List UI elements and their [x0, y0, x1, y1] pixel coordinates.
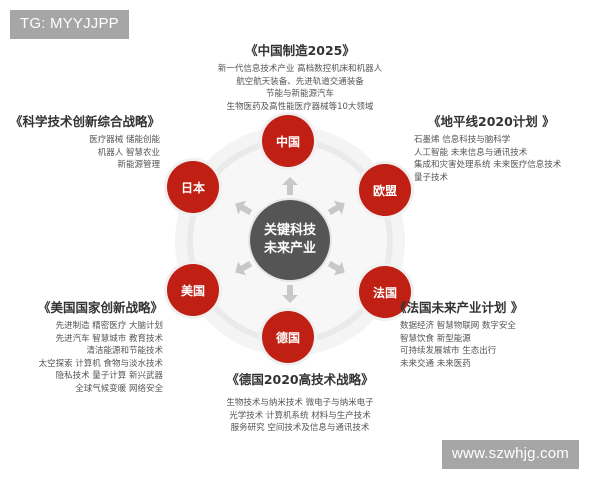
block-france-line: 未来交通 未来医药 — [400, 358, 471, 369]
block-eu-line: 量子技术 — [414, 172, 449, 183]
node-china: 中国 — [262, 115, 314, 167]
block-eu: 《地平线2020计划 》 石墨烯 信息科技与脑科学 人工智能 未来信息与通讯技术… — [414, 113, 594, 184]
block-france-line: 可持续发展城市 生态出行 — [400, 346, 497, 356]
node-france: 法国 — [359, 266, 411, 318]
block-china-line: 航空航天装备、先进轨道交通装备 — [236, 76, 364, 87]
block-france-line: 智慧饮食 新型能源 — [400, 333, 471, 344]
watermark-top-left: TG: MYYJJPP — [10, 10, 129, 39]
block-china-line: 生物医药及高性能医疗器械等10大领域 — [226, 101, 374, 112]
block-usa-line: 太空探索 计算机 食物与淡水技术 — [38, 358, 163, 369]
block-germany-line: 服务研究 空间技术及信息与通讯技术 — [230, 423, 370, 433]
block-eu-line: 人工智能 未来信息与通讯技术 — [414, 147, 528, 158]
block-eu-title: 《地平线2020计划 》 — [428, 114, 555, 129]
node-germany: 德国 — [262, 311, 314, 363]
node-eu: 欧盟 — [359, 164, 411, 216]
block-china-title: 《中国制造2025》 — [245, 43, 355, 58]
central-hub: 关键科技 未来产业 — [250, 200, 330, 280]
block-usa-title: 《美国国家创新战略》 — [37, 300, 163, 315]
block-eu-line: 石墨烯 信息科技与脑科学 — [414, 135, 511, 145]
block-china-line: 新一代信息技术产业 高档数控机床和机器人 — [217, 64, 383, 74]
watermark-bottom-right: www.szwhjg.com — [442, 440, 579, 469]
block-china: 《中国制造2025》 新一代信息技术产业 高档数控机床和机器人 航空航天装备、先… — [190, 42, 410, 113]
block-france-line: 数据经济 智慧物联网 数字安全 — [400, 321, 516, 331]
block-france-title: 《法国未来产业计划 》 — [394, 300, 524, 315]
block-germany-title: 《德国2020高技术战略》 — [226, 372, 374, 387]
block-usa: 《美国国家创新战略》 先进制造 精密医疗 大脑计划 先进汽车 智慧城市 教育技术… — [24, 299, 163, 395]
block-usa-line: 隐私技术 量子计算 新兴武器 — [55, 371, 163, 381]
block-usa-line: 全球气候变暖 网络安全 — [75, 383, 163, 394]
block-germany-line: 光学技术 计算机系统 材料与生产技术 — [229, 410, 371, 421]
hub-line-2: 未来产业 — [263, 241, 316, 256]
block-japan-line: 机器人 智慧农业 — [97, 147, 160, 158]
block-usa-line: 清洁能源和节能技术 — [86, 346, 163, 356]
block-japan: 《科学技术创新综合战略》 医疗器械 储能创能 机器人 智慧农业 新能源管理 — [10, 113, 160, 172]
block-germany-line: 生物技术与纳米技术 微电子与纳米电子 — [226, 398, 374, 408]
block-japan-line: 新能源管理 — [117, 160, 160, 170]
node-usa: 美国 — [167, 264, 219, 316]
block-france: 《法国未来产业计划 》 数据经济 智慧物联网 数字安全 智慧饮食 新型能源 可持… — [394, 299, 580, 370]
block-germany: 《德国2020高技术战略》 生物技术与纳米技术 微电子与纳米电子 光学技术 计算… — [190, 371, 410, 435]
block-usa-line: 先进制造 精密医疗 大脑计划 — [55, 321, 163, 331]
hub-line-1: 关键科技 — [263, 223, 316, 238]
block-china-line: 节能与新能源汽车 — [265, 89, 334, 99]
block-usa-line: 先进汽车 智慧城市 教育技术 — [55, 333, 163, 344]
block-eu-line: 集成和灾害处理系统 未来医疗信息技术 — [414, 160, 562, 170]
node-japan: 日本 — [167, 161, 219, 213]
block-japan-line: 医疗器械 储能创能 — [89, 135, 160, 145]
block-japan-title: 《科学技术创新综合战略》 — [9, 114, 160, 129]
